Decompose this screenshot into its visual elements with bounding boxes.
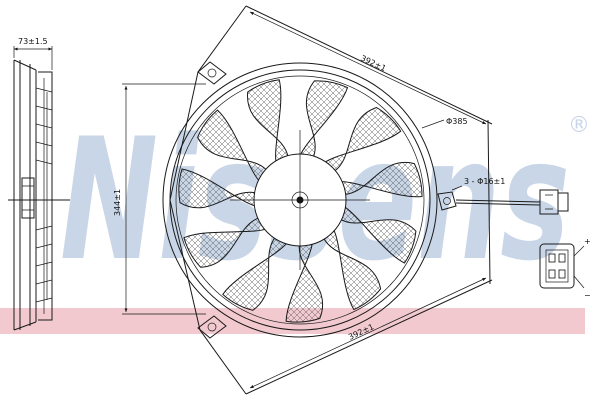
fan-blade xyxy=(322,228,382,311)
mount-lug-top xyxy=(197,61,227,85)
fan-blade xyxy=(323,106,402,173)
side-view: 73±1.5 xyxy=(8,37,70,331)
mount-lug-right: 3 - Φ16±1 xyxy=(437,177,505,211)
plug-icon: + − xyxy=(539,237,591,300)
fan-blade xyxy=(197,109,268,183)
diameter-label: Φ385 xyxy=(446,117,468,126)
fan-blade xyxy=(178,168,258,209)
fan-ring: Φ385 xyxy=(162,62,468,338)
fan-blade xyxy=(285,241,324,323)
registered-mark: ® xyxy=(568,113,590,138)
height-label: 344±1 xyxy=(113,189,122,216)
fan-blade xyxy=(222,236,289,311)
fan-blade xyxy=(299,80,349,159)
minus-terminal: − xyxy=(584,291,591,300)
holes-label: 3 - Φ16±1 xyxy=(464,177,505,186)
fan-blade xyxy=(183,217,268,268)
fan-hub xyxy=(230,130,370,270)
plus-terminal: + xyxy=(584,237,591,246)
fan-icon xyxy=(178,79,423,323)
wire-harness xyxy=(455,189,569,215)
fan-blade xyxy=(339,161,423,198)
fan-blade xyxy=(247,79,289,164)
depth-label: 73±1.5 xyxy=(18,37,48,46)
height-dimension: 344±1 xyxy=(113,83,206,315)
mount-lug-bottom xyxy=(197,315,227,339)
fan-blade xyxy=(339,205,417,264)
